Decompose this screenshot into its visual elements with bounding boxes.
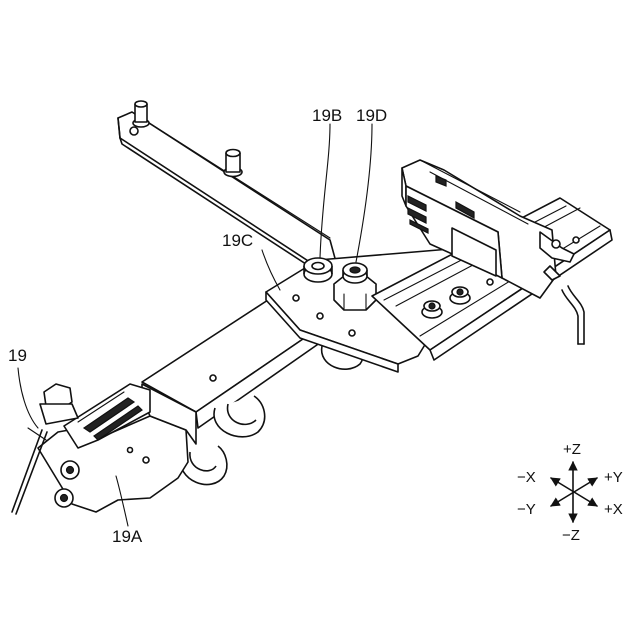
- leader-19: [18, 368, 38, 428]
- axis-label-pz: +Z: [563, 441, 581, 458]
- washer-19B: [304, 258, 332, 282]
- axes-indicator: +Z −Z +Y −Y +X −X: [517, 441, 623, 544]
- left-bracket: [38, 384, 196, 512]
- axis-label-py: +Y: [604, 469, 623, 486]
- label-19D: 19D: [356, 106, 387, 125]
- label-19B: 19B: [312, 106, 342, 125]
- axis-label-mz: −Z: [562, 527, 580, 544]
- label-19C: 19C: [222, 231, 253, 250]
- post-right: [224, 150, 242, 177]
- label-19: 19: [8, 346, 27, 365]
- rod-19: [12, 428, 47, 514]
- axis-label-my: −Y: [517, 501, 536, 518]
- axis-label-mx: −X: [517, 469, 536, 486]
- label-19A: 19A: [112, 527, 143, 546]
- post-left: [133, 101, 149, 127]
- leader-19D: [356, 124, 372, 262]
- leader-19C: [262, 250, 280, 290]
- axis-label-px: +X: [604, 501, 623, 518]
